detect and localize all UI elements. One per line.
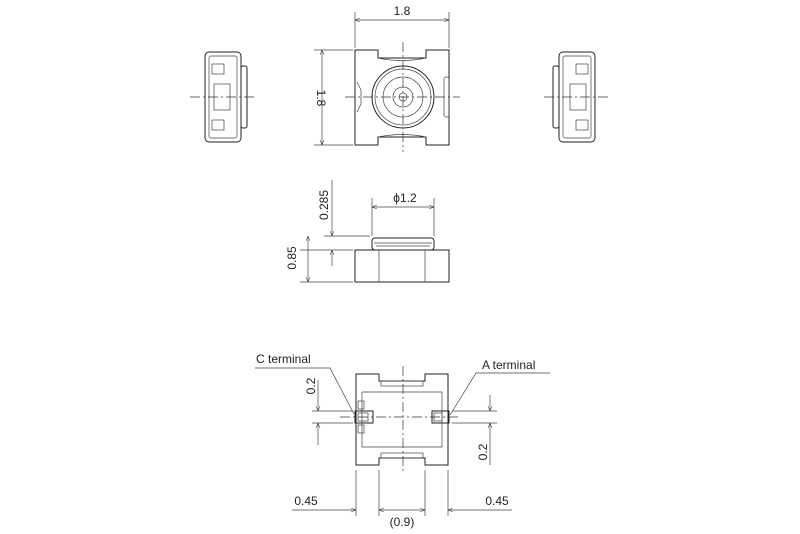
- top-width-dim: 1.8: [394, 4, 411, 18]
- a-terminal-width-dim: 0.2: [476, 443, 490, 460]
- c-terminal-width-dim: 0.2: [304, 377, 318, 394]
- c-terminal-label: C terminal: [256, 352, 311, 366]
- left-pad-dim: 0.45: [294, 494, 318, 508]
- a-terminal-label: A terminal: [482, 358, 535, 372]
- right-pad-dim: 0.45: [485, 494, 509, 508]
- top-height-dim: 1.8: [314, 90, 328, 107]
- cap-height-dim: 0.285: [317, 190, 331, 220]
- center-dim: (0.9): [390, 515, 415, 529]
- left-side-view: [190, 51, 256, 143]
- bottom-view: C terminal A terminal 0.2 0.2 0.45 0.45 …: [255, 352, 550, 529]
- total-height-dim: 0.85: [285, 246, 299, 270]
- diameter-dim: ϕ1.2: [393, 191, 417, 205]
- top-view: 1.8 1.8: [314, 4, 460, 152]
- side-view: ϕ1.2 0.285 0.85: [285, 180, 450, 283]
- right-side-view: [544, 51, 610, 143]
